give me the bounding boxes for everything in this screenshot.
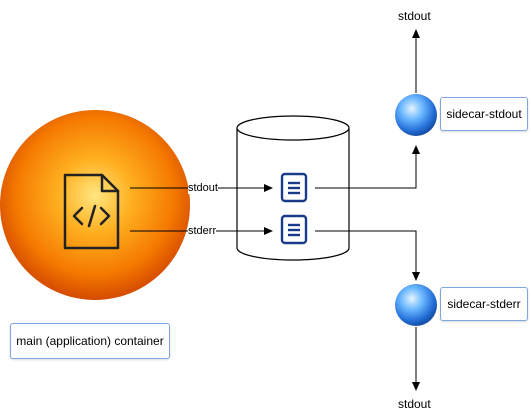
- sidecar-stderr-sphere: [395, 284, 437, 326]
- sidecar-stderr-output-label: stdout: [398, 397, 431, 411]
- stdout-stream-label: stdout: [188, 182, 218, 194]
- main-container-label-box: main (application) container: [10, 323, 170, 359]
- main-container-node: [0, 110, 190, 300]
- sidecar-stdout-label-box: sidecar-stdout: [440, 97, 528, 131]
- stdout-doc-to-sidecar-arrow: [315, 145, 420, 189]
- sidecar-stdout-output-label: stdout: [398, 9, 431, 23]
- stderr-log-document-icon: [280, 214, 308, 245]
- stdout-log-document-icon: [280, 172, 308, 203]
- stderr-doc-to-sidecar-arrow: [315, 230, 420, 281]
- code-file-icon: [63, 173, 120, 250]
- sidecar-stderr-label-box: sidecar-stderr: [440, 287, 528, 321]
- sidecar-stdout-sphere: [395, 94, 437, 136]
- stderr-stream-label: stderr: [188, 225, 217, 237]
